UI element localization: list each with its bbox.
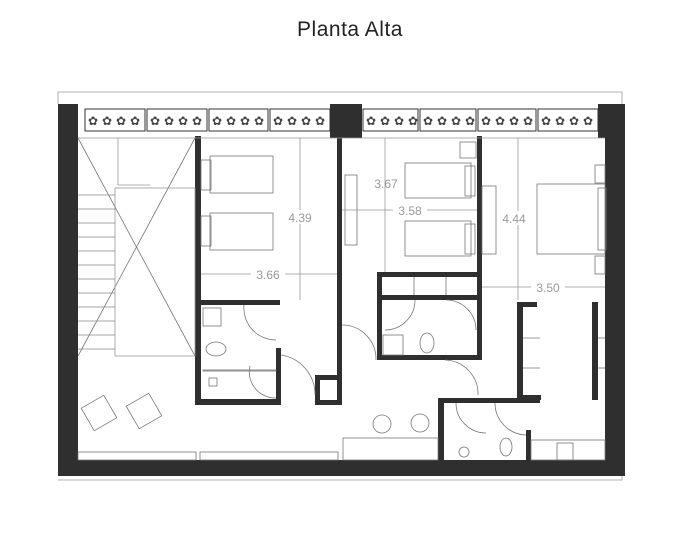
plant-icon: ✿ <box>287 114 297 128</box>
plan-title: Planta Alta <box>297 18 403 41</box>
plant-icon: ✿ <box>366 114 376 128</box>
plant-icon: ✿ <box>495 114 505 128</box>
dimension-labels: 4.39 3.66 3.67 3.58 4.44 3.50 <box>251 177 565 295</box>
plant-icon: ✿ <box>240 114 250 128</box>
plant-icon: ✿ <box>509 114 519 128</box>
plant-icon: ✿ <box>301 114 311 128</box>
doors <box>243 299 527 436</box>
dim-bedroom3-depth: 4.44 <box>502 212 526 226</box>
plant-icon: ✿ <box>555 114 565 128</box>
plant-icon: ✿ <box>178 114 188 128</box>
dim-bedroom2-depth: 3.67 <box>374 177 398 191</box>
planter <box>477 108 537 132</box>
planter <box>362 108 419 132</box>
plant-icon: ✿ <box>451 114 461 128</box>
plant-icon: ✿ <box>102 114 112 128</box>
planter <box>146 108 208 132</box>
plant-icon: ✿ <box>380 114 390 128</box>
plant-icon: ✿ <box>192 114 202 128</box>
walls <box>58 104 625 476</box>
plant-icon: ✿ <box>465 114 475 128</box>
plant-icon: ✿ <box>481 114 491 128</box>
furniture <box>77 392 439 461</box>
plant-icon: ✿ <box>254 114 264 128</box>
plant-icon: ✿ <box>315 114 325 128</box>
plant-icon: ✿ <box>394 114 404 128</box>
plant-icon: ✿ <box>437 114 447 128</box>
plant-icon: ✿ <box>226 114 236 128</box>
plant-icon: ✿ <box>523 114 533 128</box>
bath-fixtures <box>202 307 606 461</box>
planter <box>84 108 146 132</box>
planter <box>208 108 269 132</box>
plant-icon: ✿ <box>88 114 98 128</box>
plant-icon: ✿ <box>164 114 174 128</box>
plant-icon: ✿ <box>423 114 433 128</box>
plant-icon: ✿ <box>583 114 593 128</box>
dim-bedroom3-width: 3.50 <box>536 281 560 295</box>
stair-void <box>77 137 196 357</box>
closets <box>413 277 605 369</box>
plant-icon: ✿ <box>408 114 418 128</box>
dim-bedroom1-depth: 4.39 <box>288 211 312 225</box>
planter <box>419 108 477 132</box>
plant-icon: ✿ <box>130 114 140 128</box>
beds <box>200 141 607 275</box>
plant-icon: ✿ <box>116 114 126 128</box>
plant-icon: ✿ <box>569 114 579 128</box>
site-outline <box>57 91 623 481</box>
dim-bedroom1-width: 3.66 <box>256 268 280 282</box>
plant-icon: ✿ <box>150 114 160 128</box>
plant-icon: ✿ <box>212 114 222 128</box>
plant-icon: ✿ <box>273 114 283 128</box>
dim-bedroom2-width: 3.58 <box>398 204 422 218</box>
plant-icon: ✿ <box>541 114 551 128</box>
